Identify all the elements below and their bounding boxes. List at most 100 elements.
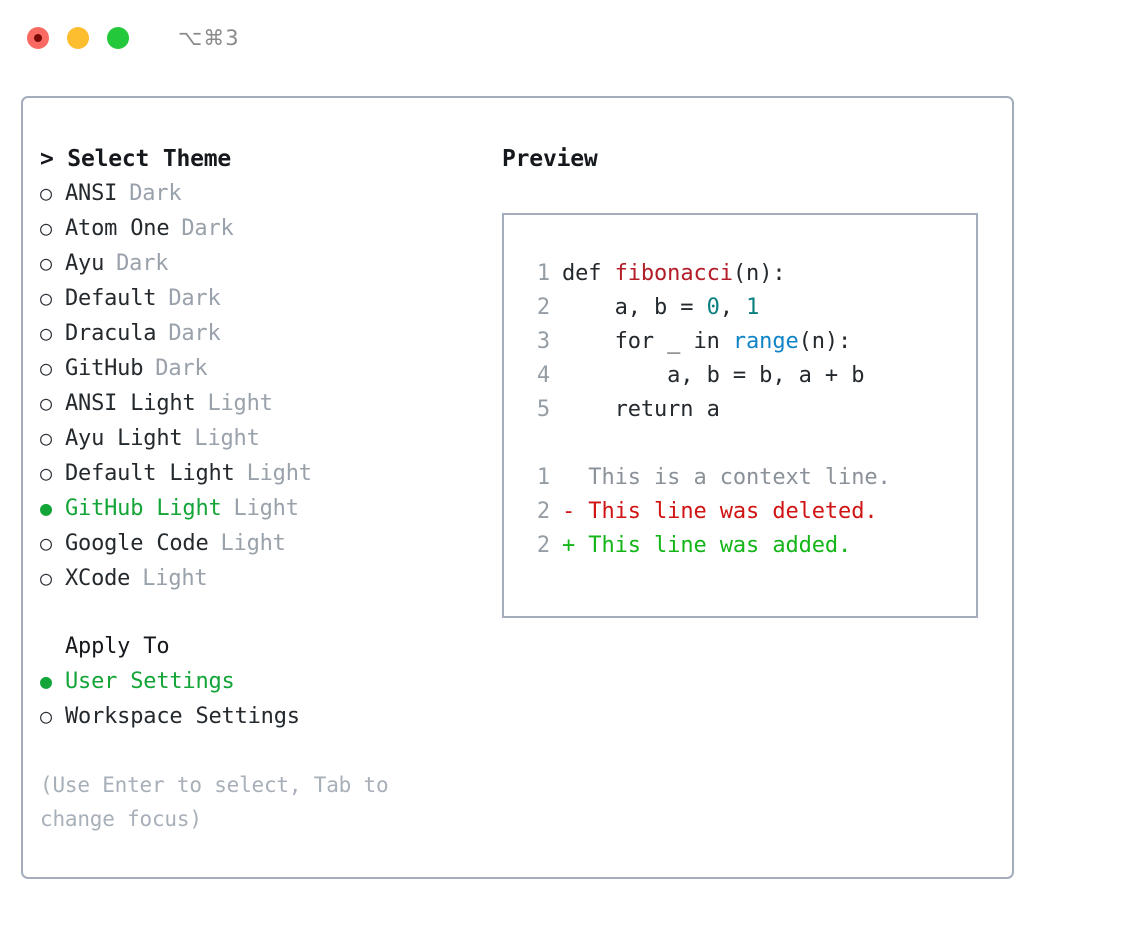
line-number: 5	[536, 397, 550, 422]
radio-unselected-icon: ○	[40, 566, 52, 590]
code-line: 3 for _ in range(n):	[522, 325, 976, 359]
apply-to-list[interactable]: ● User Settings ○ Workspace Settings	[40, 664, 485, 734]
diff-marker: -	[562, 499, 589, 524]
theme-option-label: Default Light	[65, 461, 235, 486]
code-token: ,	[719, 295, 747, 320]
radio-selected-icon: ●	[40, 669, 52, 693]
select-theme-heading: > Select Theme	[40, 146, 232, 172]
theme-variant-badge: Dark	[116, 251, 169, 276]
line-number: 1	[536, 261, 550, 286]
theme-variant-badge: Dark	[129, 181, 182, 206]
theme-variant-badge: Dark	[168, 321, 221, 346]
code-line-text: def fibonacci(n):	[562, 257, 786, 291]
theme-option-label: Ayu Light	[65, 426, 183, 451]
theme-option-label: Google Code	[65, 531, 209, 556]
apply-to-option-workspace-settings[interactable]: ○ Workspace Settings	[40, 699, 485, 734]
code-token: range	[732, 329, 799, 354]
theme-variant-badge: Dark	[155, 356, 208, 381]
theme-option-google-code[interactable]: ○ Google Code Light	[40, 526, 485, 561]
zoom-button[interactable]	[107, 27, 129, 49]
code-token: for _ in	[562, 329, 733, 354]
theme-option-ayu[interactable]: ○ Ayu Dark	[40, 246, 485, 281]
theme-option-label: Atom One	[65, 216, 170, 241]
code-line: 4 a, b = b, a + b	[522, 359, 976, 393]
diff-line-text: This is a context line.	[588, 465, 891, 490]
code-line-text: a, b = b, a + b	[562, 359, 864, 393]
theme-option-label: Default	[65, 286, 157, 311]
theme-option-atom-one[interactable]: ○ Atom One Dark	[40, 211, 485, 246]
diff-line-text: This line was added.	[588, 533, 852, 558]
theme-option-label: GitHub	[65, 356, 144, 381]
radio-unselected-icon: ○	[40, 426, 52, 450]
code-token: fibonacci	[614, 261, 733, 286]
apply-to-option-user-settings[interactable]: ● User Settings	[40, 664, 485, 699]
code-token: def	[562, 261, 615, 286]
theme-option-ayu-light[interactable]: ○ Ayu Light Light	[40, 421, 485, 456]
preview-heading: Preview	[502, 146, 598, 172]
code-line-text: return a	[562, 393, 720, 427]
code-line-text: for _ in range(n):	[562, 325, 852, 359]
line-number: 2	[536, 295, 550, 320]
theme-option-default-light[interactable]: ○ Default Light Light	[40, 456, 485, 491]
minimize-button[interactable]	[67, 27, 89, 49]
diff-line: 1 This is a context line.	[522, 461, 976, 495]
theme-variant-badge: Light	[220, 531, 286, 556]
radio-unselected-icon: ○	[40, 461, 52, 485]
apply-to-heading: Apply To	[65, 634, 170, 659]
title-bar: ⌥⌘3	[0, 0, 1140, 76]
diff-sample: 1 This is a context line.2- This line wa…	[522, 461, 976, 563]
code-line-text: a, b = 0, 1	[562, 291, 760, 325]
spacer	[40, 596, 485, 630]
diff-marker: +	[562, 533, 589, 558]
code-line: 1 def fibonacci(n):	[522, 257, 976, 291]
theme-variant-badge: Light	[207, 391, 273, 416]
code-token: a, b = b, a + b	[562, 363, 865, 388]
code-token: 1	[746, 295, 760, 320]
keyboard-shortcut-label: ⌥⌘3	[178, 26, 240, 50]
code-token: 0	[706, 295, 720, 320]
apply-to-option-label: Workspace Settings	[65, 704, 300, 729]
theme-option-label: Dracula	[65, 321, 157, 346]
line-number: 4	[536, 363, 550, 388]
radio-unselected-icon: ○	[40, 216, 52, 240]
line-number: 2	[536, 533, 550, 558]
radio-unselected-icon: ○	[40, 704, 52, 728]
spacer	[522, 427, 976, 461]
theme-variant-badge: Dark	[181, 216, 234, 241]
radio-unselected-icon: ○	[40, 531, 52, 555]
radio-unselected-icon: ○	[40, 286, 52, 310]
spacer	[40, 734, 485, 768]
diff-marker	[562, 461, 588, 495]
theme-option-label: XCode	[65, 566, 131, 591]
radio-unselected-icon: ○	[40, 251, 52, 275]
close-button[interactable]	[27, 27, 49, 49]
code-token: (n):	[798, 329, 852, 354]
radio-unselected-icon: ○	[40, 181, 52, 205]
theme-option-label: GitHub Light	[65, 496, 222, 521]
diff-line: 2- This line was deleted.	[522, 495, 976, 529]
keyboard-hint-text: (Use Enter to select, Tab to change focu…	[40, 773, 389, 831]
code-token: return a	[562, 397, 720, 422]
code-line: 5 return a	[522, 393, 976, 427]
theme-option-label: Ayu	[65, 251, 105, 276]
apply-to-option-label: User Settings	[65, 669, 235, 694]
line-number: 2	[536, 499, 550, 524]
theme-variant-badge: Light	[233, 496, 299, 521]
theme-variant-badge: Light	[246, 461, 312, 486]
theme-variant-badge: Light	[194, 426, 260, 451]
window-controls	[27, 27, 129, 49]
theme-variant-badge: Dark	[168, 286, 221, 311]
theme-option-default[interactable]: ○ Default Dark	[40, 281, 485, 316]
